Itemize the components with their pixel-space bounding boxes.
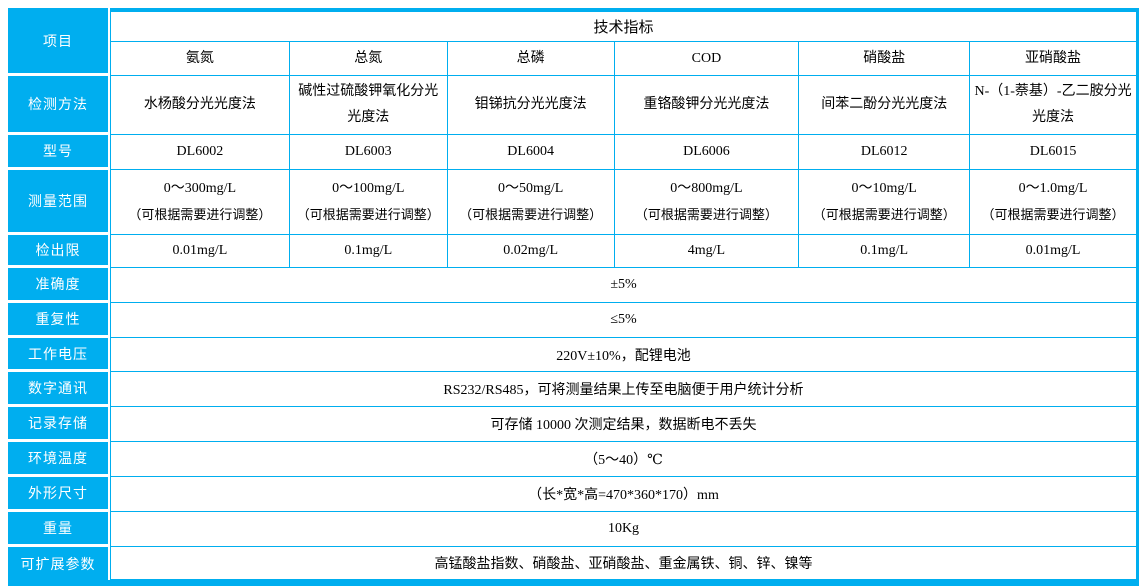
- range-note: （可根据需要进行调整）: [981, 207, 1125, 222]
- limit-cell: 0.1mg/L: [288, 235, 447, 267]
- limit-cell: 0.1mg/L: [798, 235, 969, 267]
- model-cell: DL6002: [176, 144, 224, 159]
- range-value: 0～50mg/L: [497, 181, 564, 196]
- column-header: 总磷: [446, 42, 614, 75]
- limit-row: 0.01mg/L 0.1mg/L 0.02mg/L 4mg/L 0.1mg/L …: [111, 235, 1136, 268]
- range-note: （可根据需要进行调整）: [634, 207, 778, 222]
- row-label-ambient-temp: 环境温度: [8, 442, 108, 477]
- row-label-repeatability: 重复性: [8, 303, 108, 338]
- row-label-limit: 检出限: [8, 235, 108, 268]
- model-cell: DL6003: [288, 135, 447, 169]
- method-cell: N-（1-萘基）-乙二胺分光光度法: [969, 76, 1136, 134]
- table-top-border: [111, 8, 1136, 12]
- column-header: 亚硝酸盐: [969, 42, 1136, 75]
- model-row: DL6002 DL6003 DL6004 DL6006 DL6012 DL601…: [111, 135, 1136, 170]
- model-cell: DL6015: [969, 135, 1136, 169]
- row-label-weight: 重量: [8, 512, 108, 547]
- column-header: COD: [613, 42, 799, 75]
- range-note: （可根据需要进行调整）: [812, 207, 956, 222]
- row-label-communication: 数字通讯: [8, 372, 108, 407]
- row-label-range: 测量范围: [8, 170, 108, 235]
- content-column: 技术指标 氨氮 总氮 总磷 COD 硝酸盐 亚硝酸盐 水杨酸分光光度法 碱性过硫…: [110, 8, 1139, 580]
- range-note: （可根据需要进行调整）: [128, 207, 272, 222]
- method-row: 水杨酸分光光度法 碱性过硫酸钾氧化分光光度法 钼锑抗分光光度法 重铬酸钾分光光度…: [111, 76, 1136, 135]
- range-value: 0～1.0mg/L: [1018, 181, 1088, 196]
- limit-cell: 4mg/L: [613, 235, 799, 267]
- range-cell: 0～10mg/L （可根据需要进行调整）: [798, 170, 969, 234]
- range-value: 0～800mg/L: [670, 181, 743, 196]
- column-header: 硝酸盐: [798, 42, 969, 75]
- table-title: 技术指标: [111, 12, 1136, 42]
- ambient-temp-value: （5～40）℃: [111, 442, 1136, 477]
- method-cell: 水杨酸分光光度法: [143, 97, 256, 112]
- row-label-dimensions: 外形尺寸: [8, 477, 108, 512]
- weight-value: 10Kg: [111, 512, 1136, 547]
- range-value: 0～300mg/L: [163, 181, 237, 196]
- method-cell: 间苯二酚分光光度法: [798, 76, 969, 134]
- range-cell: 0～300mg/L （可根据需要进行调整）: [111, 170, 289, 234]
- column-header: 氨氮: [185, 50, 214, 66]
- range-cell: 0～50mg/L （可根据需要进行调整）: [446, 170, 614, 234]
- communication-value: RS232/RS485，可将测量结果上传至电脑便于用户统计分析: [111, 372, 1136, 407]
- limit-cell: 0.01mg/L: [969, 235, 1136, 267]
- range-value: 0～100mg/L: [332, 181, 405, 196]
- range-note: （可根据需要进行调整）: [296, 207, 440, 222]
- storage-value: 可存储 10000 次测定结果，数据断电不丢失: [111, 407, 1136, 442]
- dimensions-value: （长*宽*高=470*360*170）mm: [111, 477, 1136, 512]
- column-header: 总氮: [288, 42, 447, 75]
- method-cell: 钼锑抗分光光度法: [446, 76, 614, 134]
- row-label-method: 检测方法: [8, 76, 108, 135]
- model-cell: DL6004: [446, 135, 614, 169]
- limit-cell: 0.01mg/L: [172, 243, 228, 258]
- range-row: 0～300mg/L （可根据需要进行调整） 0～100mg/L （可根据需要进行…: [111, 170, 1136, 235]
- row-label-model: 型号: [8, 135, 108, 170]
- range-cell: 0～1.0mg/L （可根据需要进行调整）: [969, 170, 1136, 234]
- range-cell: 0～100mg/L （可根据需要进行调整）: [288, 170, 447, 234]
- row-label-voltage: 工作电压: [8, 338, 108, 372]
- row-label-expandable: 可扩展参数: [8, 547, 108, 580]
- limit-cell: 0.02mg/L: [446, 235, 614, 267]
- spec-table: 项目 检测方法 型号 测量范围 检出限 准确度 重复性 工作电压 数字通讯 记录…: [8, 8, 1139, 580]
- row-label-accuracy: 准确度: [8, 268, 108, 303]
- range-cell: 0～800mg/L （可根据需要进行调整）: [613, 170, 799, 234]
- range-value: 0～10mg/L: [851, 181, 917, 196]
- range-note: （可根据需要进行调整）: [459, 207, 603, 222]
- method-cell: 重铬酸钾分光光度法: [613, 76, 799, 134]
- expandable-params-value: 高锰酸盐指数、硝酸盐、亚硝酸盐、重金属铁、铜、锌、镍等: [111, 547, 1136, 580]
- accuracy-value: ±5%: [111, 268, 1136, 303]
- method-cell: 碱性过硫酸钾氧化分光光度法: [288, 76, 447, 134]
- row-header-column: 项目 检测方法 型号 测量范围 检出限 准确度 重复性 工作电压 数字通讯 记录…: [8, 8, 108, 580]
- table-bottom-border: [8, 580, 1139, 586]
- voltage-value: 220V±10%，配锂电池: [111, 338, 1136, 372]
- model-cell: DL6012: [798, 135, 969, 169]
- repeatability-value: ≤5%: [111, 303, 1136, 338]
- model-cell: DL6006: [613, 135, 799, 169]
- column-header-row: 氨氮 总氮 总磷 COD 硝酸盐 亚硝酸盐: [111, 42, 1136, 76]
- corner-header: 项目: [8, 8, 108, 76]
- row-label-storage: 记录存储: [8, 407, 108, 442]
